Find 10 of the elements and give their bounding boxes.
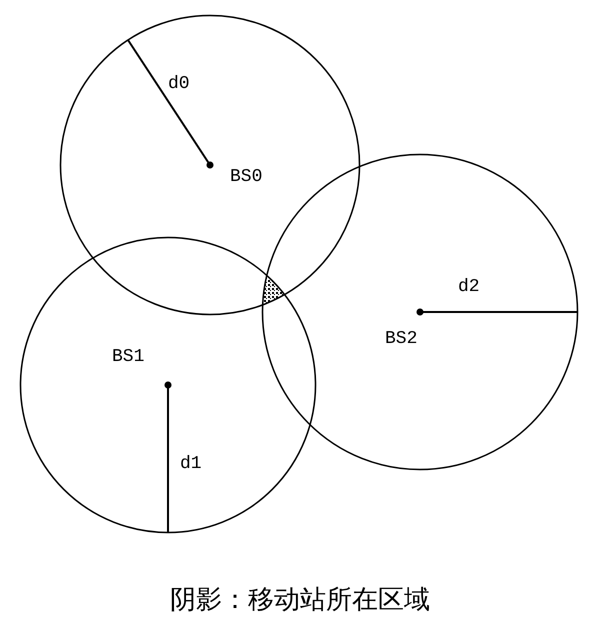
range-circle [262,154,578,470]
station-label: BS2 [385,330,418,348]
radius-label: d2 [458,278,480,296]
radius-label: d1 [180,455,202,473]
caption: 阴影：移动站所在区域 [169,584,431,617]
radius-label: d0 [168,75,190,93]
range-circle [60,15,360,315]
station-label: BS0 [230,168,262,186]
station-label: BS1 [112,348,144,366]
range-circle [20,237,316,533]
